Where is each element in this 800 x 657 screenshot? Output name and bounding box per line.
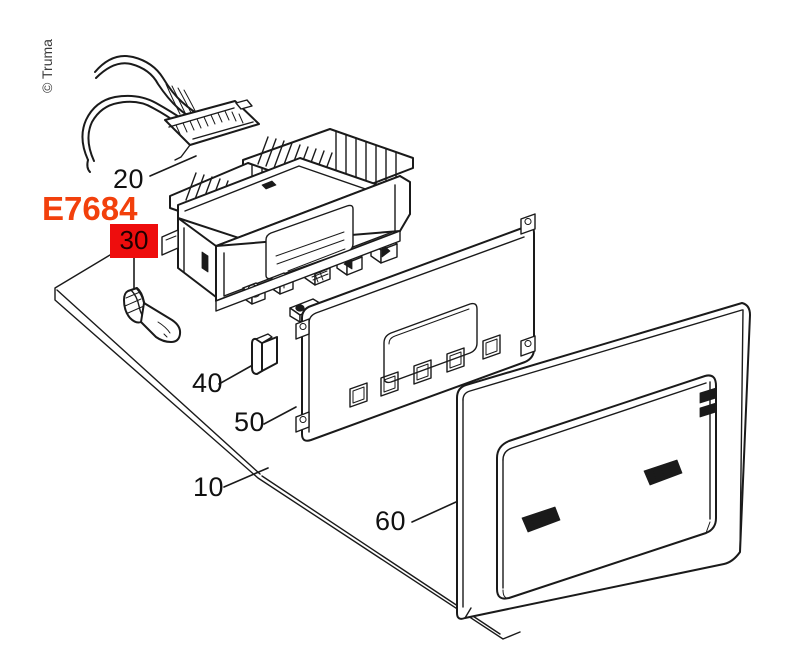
bezel-clip <box>521 506 561 533</box>
part-code-label: E7684 <box>42 190 138 227</box>
wiring-harness-20 <box>81 55 260 173</box>
callout-60: 60 <box>375 506 406 536</box>
bezel-clip <box>643 459 683 486</box>
callout-10: 10 <box>193 472 224 502</box>
callout-20: 20 <box>113 164 144 194</box>
bezel-frame-60 <box>411 302 751 620</box>
retaining-clip-40 <box>218 333 278 385</box>
bulb-lamp-30 <box>123 257 182 343</box>
highlighted-item-number-box: 30 <box>110 224 158 258</box>
callout-40: 40 <box>192 368 223 398</box>
lcd-screen <box>265 204 354 280</box>
callout-numbers: 20 40 50 10 60 <box>113 164 406 536</box>
callout-leaders <box>149 155 269 488</box>
callout-50: 50 <box>234 407 265 437</box>
bezel-clip <box>699 387 717 418</box>
highlighted-item-number: 30 <box>119 225 149 255</box>
faceplate-panel-50 <box>263 213 536 442</box>
copyright-watermark: © Truma <box>39 39 55 93</box>
